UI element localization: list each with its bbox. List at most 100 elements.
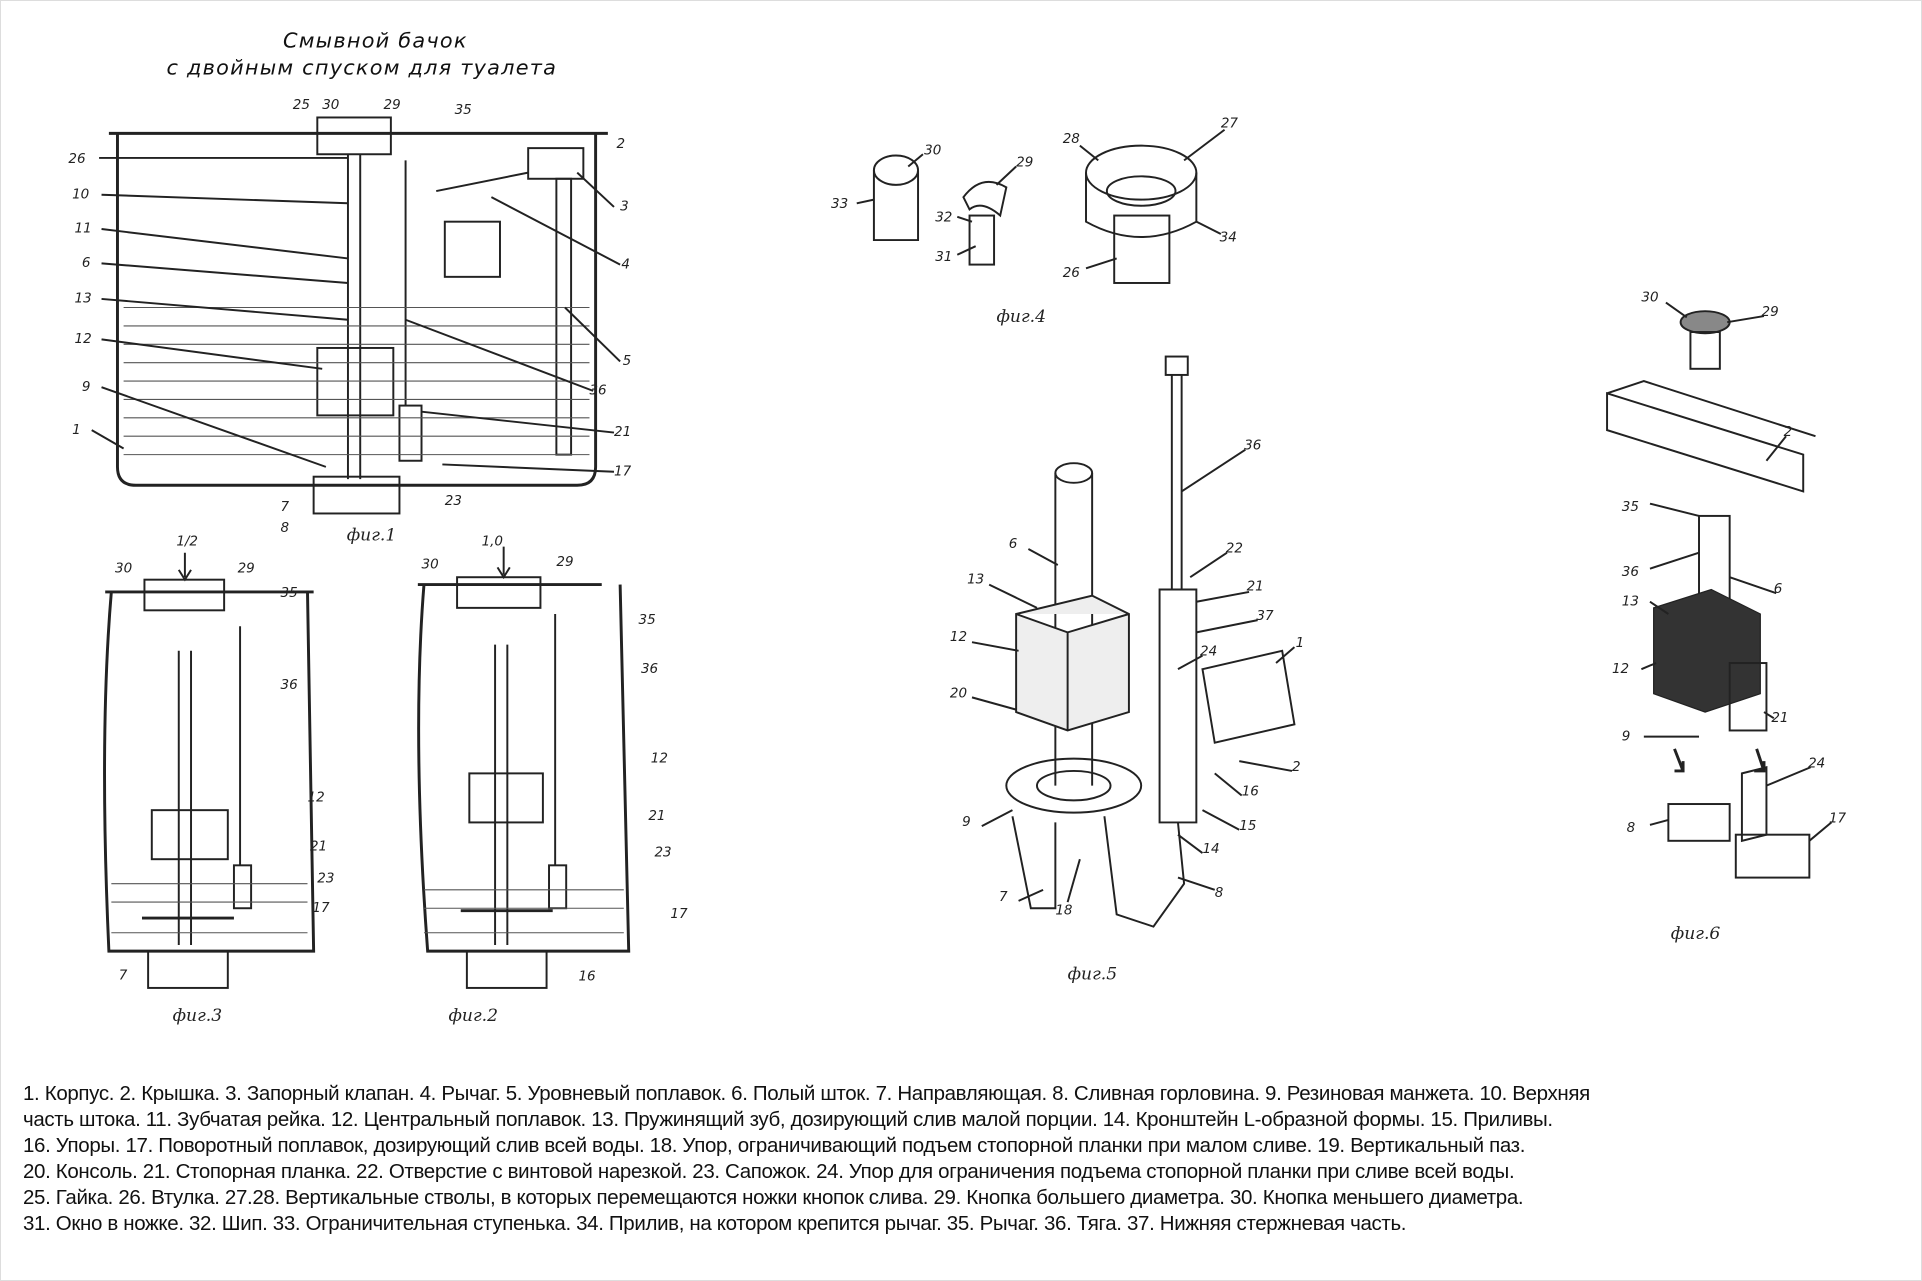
fig1-label: 12 <box>75 331 92 347</box>
fig5-label: 1 <box>1296 635 1305 651</box>
fig1-label: 30 <box>322 97 339 113</box>
legend-line: часть штока. 11. Зубчатая рейка. 12. Цен… <box>23 1108 1553 1131</box>
fig5-label: 7 <box>999 889 1008 905</box>
fig5-label: 15 <box>1239 818 1256 834</box>
fig3-label: 23 <box>317 870 334 886</box>
fig3-label: 1/2 <box>176 533 198 549</box>
fig1-label: 5 <box>623 353 632 369</box>
fig1-label: 36 <box>589 383 606 399</box>
fig1-label: 25 <box>293 97 310 113</box>
fig1-label: 9 <box>82 379 91 395</box>
fig2-label: 16 <box>578 969 595 985</box>
fig4-label: 31 <box>935 249 952 265</box>
fig5-label: 13 <box>967 571 984 587</box>
fig1-label: 6 <box>82 255 91 271</box>
fig2-label: 35 <box>639 612 656 628</box>
fig5-label: 12 <box>950 629 967 645</box>
fig6-label: 24 <box>1808 755 1825 771</box>
fig1-label: 26 <box>68 151 85 167</box>
fig1-label: 3 <box>620 199 629 215</box>
fig2-caption: фиг.2 <box>448 1006 498 1026</box>
fig1-label: 29 <box>384 97 401 113</box>
fig3-label: 29 <box>238 560 255 576</box>
fig6-label: 35 <box>1622 499 1639 515</box>
fig5-label: 16 <box>1242 783 1259 799</box>
fig3-label: 17 <box>312 900 330 916</box>
fig6-label: 17 <box>1829 810 1847 826</box>
fig5-label: 21 <box>1247 579 1264 595</box>
fig5-label: 6 <box>1009 536 1018 552</box>
legend-line: 1. Корпус. 2. Крышка. 3. Запорный клапан… <box>23 1082 1590 1105</box>
fig5-label: 20 <box>950 685 967 701</box>
fig5-label: 9 <box>962 814 971 830</box>
fig6-label: 29 <box>1762 304 1779 320</box>
fig6-label: 36 <box>1622 564 1639 580</box>
fig4-label: 28 <box>1063 131 1080 147</box>
legend-line: 25. Гайка. 26. Втулка. 27.28. Вертикальн… <box>23 1186 1524 1209</box>
fig3-label: 7 <box>119 967 128 983</box>
figure-1-tank-section: 25 30 29 35 2 26 3 10 11 4 6 13 5 12 36 … <box>68 97 631 546</box>
fig3-label: 21 <box>310 839 327 855</box>
fig1-label: 17 <box>614 463 632 479</box>
parts-legend: 1. Корпус. 2. Крышка. 3. Запорный клапан… <box>23 1081 1913 1237</box>
fig3-caption: фиг.3 <box>173 1006 223 1026</box>
fig1-label: 1 <box>72 422 81 438</box>
fig6-caption: фиг.6 <box>1671 924 1721 944</box>
fig5-label: 8 <box>1215 885 1224 901</box>
fig5-label: 14 <box>1202 841 1219 857</box>
fig1-label: 10 <box>72 186 89 202</box>
fig6-label: 2 <box>1784 424 1793 440</box>
fig1-caption: фиг.1 <box>347 525 397 545</box>
fig5-label: 24 <box>1200 644 1217 660</box>
fig4-label: 27 <box>1221 115 1239 131</box>
fig2-label: 17 <box>670 906 688 922</box>
fig2-label: 21 <box>648 808 665 824</box>
fig1-label: 23 <box>445 493 462 509</box>
fig5-label: 37 <box>1256 608 1274 624</box>
fig6-label: 12 <box>1612 661 1629 677</box>
fig3-label: 30 <box>115 560 132 576</box>
fig1-label: 4 <box>621 256 630 272</box>
fig5-label: 2 <box>1292 759 1301 775</box>
fig1-label: 21 <box>614 424 631 440</box>
fig1-label: 35 <box>455 102 472 118</box>
figure-4-buttons: 30 29 33 32 31 28 27 26 34 фиг.4 <box>831 115 1238 327</box>
title-line-1: Смывной бачок <box>283 29 468 53</box>
fig2-label: 36 <box>641 661 658 677</box>
fig3-label: 12 <box>308 790 325 806</box>
fig3-label: 35 <box>281 585 298 601</box>
fig2-label: 1,0 <box>482 533 503 549</box>
fig2-label: 12 <box>651 750 668 766</box>
fig5-label: 22 <box>1226 541 1243 557</box>
legend-line: 31. Окно в ножке. 32. Шип. 33. Ограничит… <box>23 1212 1407 1235</box>
fig5-caption: фиг.5 <box>1068 964 1118 984</box>
figure-6-exploded-view: 30 29 2 35 36 6 13 12 21 9 24 8 17 фиг.6 <box>1606 289 1847 944</box>
fig4-label: 30 <box>924 142 941 158</box>
figure-3-small-flush: 1/2 30 29 35 36 12 21 23 17 7 фиг.3 <box>103 533 334 1026</box>
fig2-label: 30 <box>422 557 439 573</box>
legend-line: 20. Консоль. 21. Стопорная планка. 22. О… <box>23 1160 1515 1183</box>
fig6-label: 21 <box>1771 710 1788 726</box>
fig1-label: 7 <box>281 499 290 515</box>
fig2-label: 29 <box>556 554 573 570</box>
fig4-caption: фиг.4 <box>997 307 1047 327</box>
fig6-label: 30 <box>1641 289 1658 305</box>
fig4-label: 32 <box>935 210 952 226</box>
fig3-label: 36 <box>281 677 298 693</box>
legend-line: 16. Упоры. 17. Поворотный поплавок, дози… <box>23 1134 1526 1157</box>
fig6-label: 9 <box>1622 728 1631 744</box>
fig6-label: 13 <box>1622 593 1639 609</box>
fig4-label: 33 <box>831 196 848 212</box>
fig1-label: 13 <box>75 291 92 307</box>
fig4-label: 29 <box>1016 155 1033 171</box>
fig4-label: 26 <box>1063 265 1080 281</box>
fig6-label: 8 <box>1627 820 1636 836</box>
figure-5-mechanism: 36 6 22 21 37 13 12 24 1 20 2 16 15 9 14… <box>950 355 1305 984</box>
fig5-label: 18 <box>1055 902 1072 918</box>
fig1-label: 8 <box>281 520 290 536</box>
fig1-label: 2 <box>616 136 625 152</box>
title-line-2: с двойным спуском для туалета <box>167 56 558 80</box>
figure-2-full-flush: 1,0 30 29 35 36 12 21 23 17 16 фиг.2 <box>417 533 688 1026</box>
